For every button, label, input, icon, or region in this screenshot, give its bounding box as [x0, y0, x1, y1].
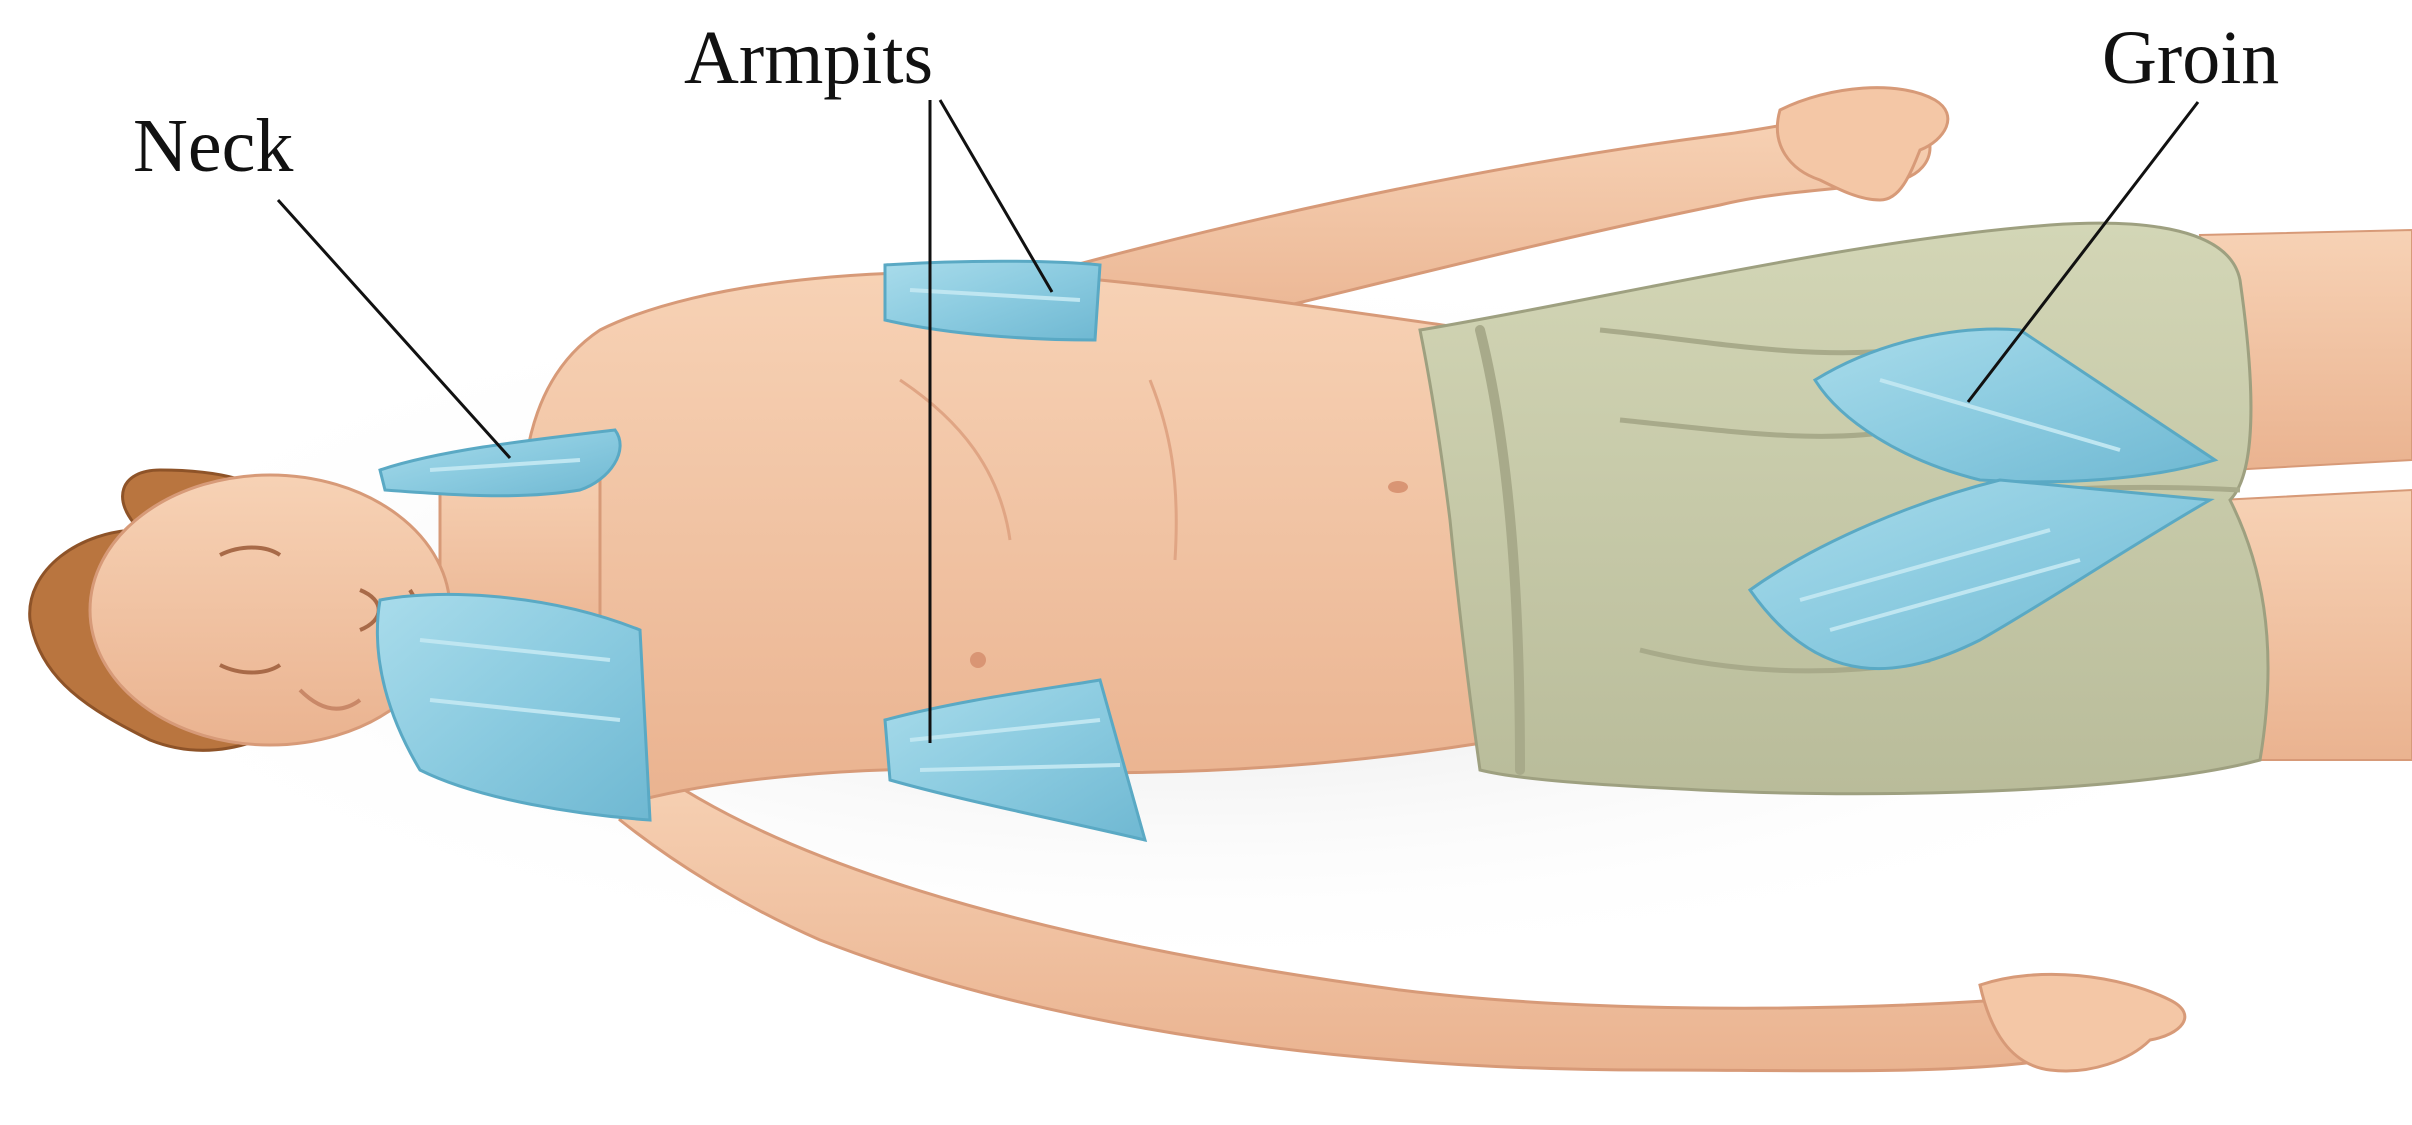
- label-armpits: Armpits: [684, 20, 933, 96]
- label-neck: Neck: [133, 108, 293, 184]
- label-groin: Groin: [2102, 20, 2279, 96]
- nipple: [970, 652, 986, 668]
- navel: [1388, 481, 1408, 493]
